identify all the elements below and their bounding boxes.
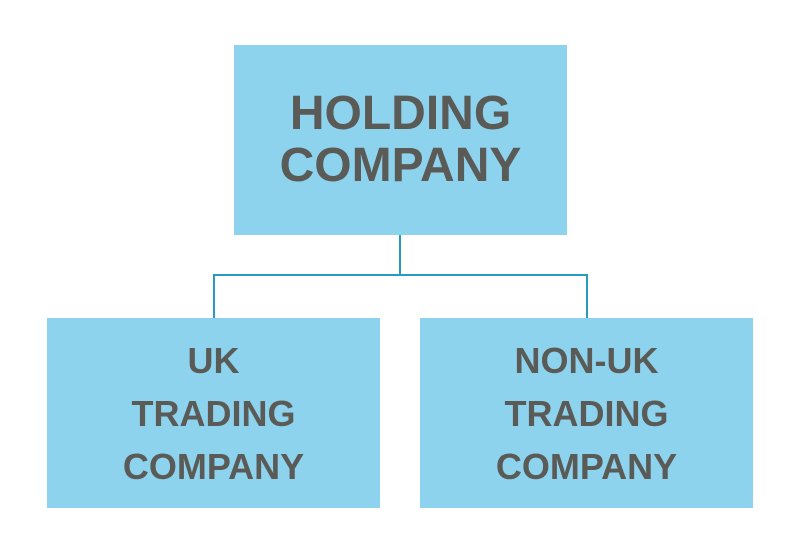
box-label-line: COMPANY: [122, 445, 305, 487]
box-label-line: HOLDING: [289, 87, 512, 140]
connector-horizontal-bar: [213, 274, 588, 276]
box-label-line: NON-UK: [514, 339, 659, 381]
connector-root-stem: [399, 235, 401, 275]
connector-right-branch: [586, 274, 588, 318]
box-label-line: COMPANY: [495, 445, 678, 487]
uk-trading-company-box: UK TRADING COMPANY: [47, 318, 380, 508]
box-label-line: COMPANY: [279, 139, 522, 192]
box-label-line: UK: [187, 339, 240, 381]
connector-left-branch: [213, 274, 215, 318]
box-label-line: TRADING: [131, 392, 296, 434]
box-label-line: TRADING: [504, 392, 669, 434]
holding-company-box: HOLDING COMPANY: [234, 45, 567, 235]
non-uk-trading-company-box: NON-UK TRADING COMPANY: [420, 318, 753, 508]
